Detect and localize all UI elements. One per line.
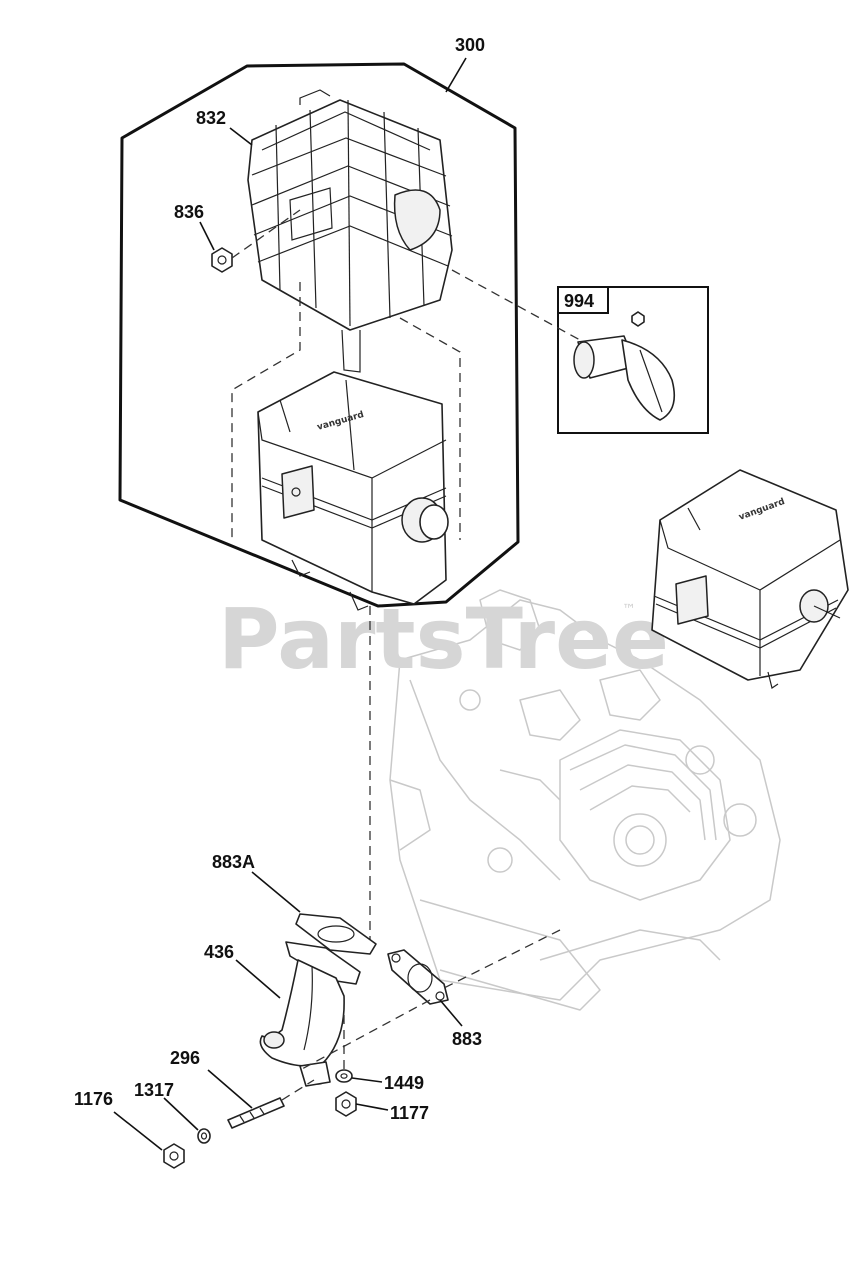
screw-836 xyxy=(211,247,233,273)
leader-300 xyxy=(445,57,467,93)
callout-1317: 1317 xyxy=(134,1080,174,1100)
leader-1176 xyxy=(113,1111,163,1151)
leader-1449 xyxy=(351,1077,383,1083)
callout-836: 836 xyxy=(174,202,204,222)
callout-994: 994 xyxy=(564,291,594,311)
leader-1317 xyxy=(163,1097,199,1131)
leader-296 xyxy=(207,1069,253,1109)
group-300-outline xyxy=(118,62,520,608)
muffler-guard-832 xyxy=(247,89,453,373)
lock-washer-1317 xyxy=(197,1128,211,1144)
callout-883A: 883A xyxy=(212,852,255,872)
assembly-line-engine xyxy=(439,929,561,991)
engine-block-ghost xyxy=(389,589,781,1011)
assembly-line-left xyxy=(231,282,301,540)
leader-883 xyxy=(439,999,463,1027)
stud-296 xyxy=(227,1097,285,1129)
muffler-body: vanguard xyxy=(257,371,449,611)
gasket-883 xyxy=(387,949,449,1005)
gasket-883A xyxy=(295,913,377,955)
washer-1449 xyxy=(335,1069,353,1083)
callout-1176: 1176 xyxy=(74,1089,113,1109)
assembly-line-right xyxy=(399,317,461,540)
callout-1177: 1177 xyxy=(390,1103,429,1123)
nut-1177 xyxy=(335,1091,357,1117)
box-994-label-frame xyxy=(557,286,609,314)
leader-836 xyxy=(199,221,215,251)
callout-1449: 1449 xyxy=(384,1073,424,1093)
callout-300: 300 xyxy=(455,35,485,55)
assembly-line-994 xyxy=(451,269,581,341)
callout-296: 296 xyxy=(170,1048,200,1068)
watermark-text: PartsTree xyxy=(218,590,669,688)
assembly-line-296 xyxy=(281,1079,315,1101)
leader-832 xyxy=(229,127,253,146)
leader-1177 xyxy=(355,1103,389,1111)
leader-883A xyxy=(251,871,301,913)
outlet-deflector-994 xyxy=(573,311,676,421)
assembly-line-883 xyxy=(299,999,431,1071)
watermark-trademark: ™ xyxy=(622,602,636,618)
nut-1176 xyxy=(163,1143,185,1169)
callout-832: 832 xyxy=(196,108,226,128)
callout-436: 436 xyxy=(204,942,234,962)
muffler-assembled: vanguard xyxy=(651,469,849,689)
exhaust-manifold-436 xyxy=(259,941,361,1087)
leader-436 xyxy=(235,959,281,999)
callout-883: 883 xyxy=(452,1029,482,1049)
